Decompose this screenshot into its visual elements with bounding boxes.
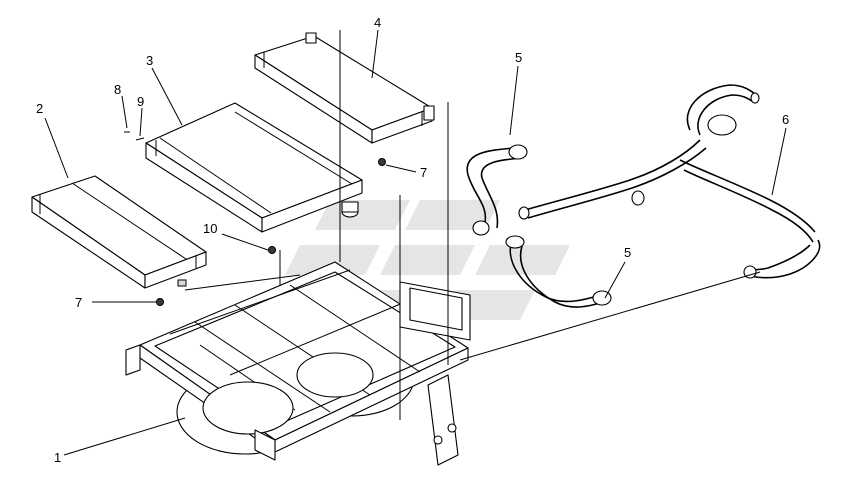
callout-2: 2 xyxy=(36,101,43,116)
frame-part-1 xyxy=(125,261,471,466)
fastener-part-7a xyxy=(378,158,386,166)
radiator-part-4 xyxy=(254,32,435,144)
callout-4: 4 xyxy=(374,15,381,30)
pipe-assembly-part-6 xyxy=(518,84,821,279)
callout-8: 8 xyxy=(114,82,121,97)
callout-7-lower: 7 xyxy=(75,295,82,310)
radiator-part-3 xyxy=(145,102,363,233)
fastener-part-10 xyxy=(268,246,276,254)
callout-3: 3 xyxy=(146,53,153,68)
callout-5-upper: 5 xyxy=(515,50,522,65)
callout-6: 6 xyxy=(782,112,789,127)
callout-1: 1 xyxy=(54,450,61,465)
callout-10: 10 xyxy=(203,221,217,236)
callout-7-upper: 7 xyxy=(420,165,427,180)
fastener-part-9 xyxy=(135,137,145,141)
callout-9: 9 xyxy=(137,94,144,109)
fastener-part-7b xyxy=(156,298,164,306)
hose-upper-part-5 xyxy=(466,144,528,236)
radiator-part-2 xyxy=(31,175,207,289)
callout-5-lower: 5 xyxy=(624,245,631,260)
leader-lines xyxy=(44,29,787,456)
